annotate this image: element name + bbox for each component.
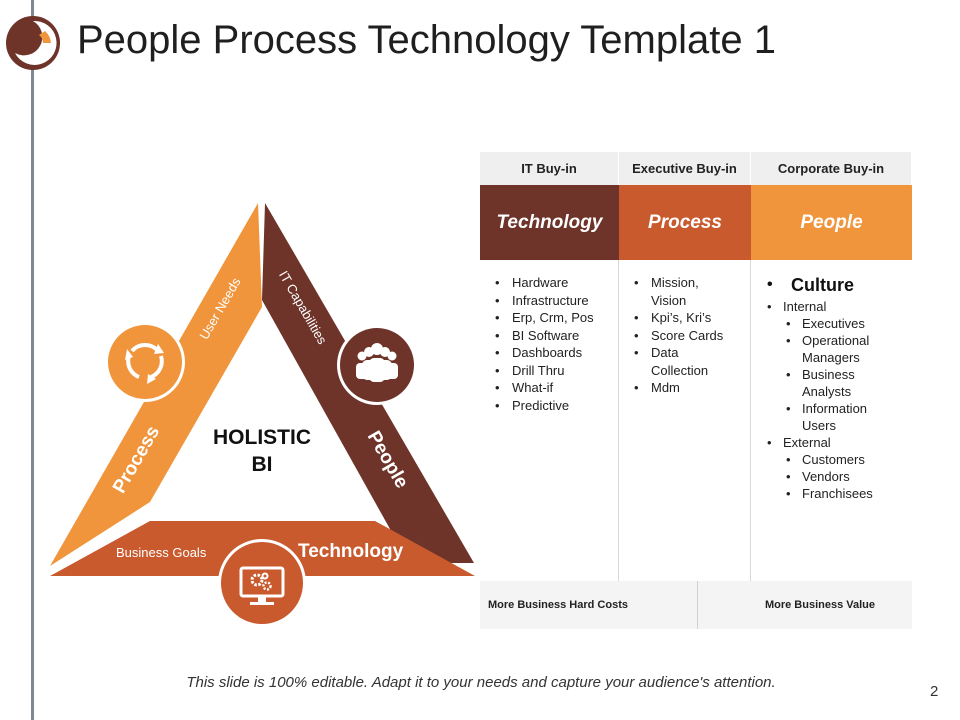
header-corporate-buy-in: Corporate Buy-in <box>751 152 912 185</box>
brand-logo-icon <box>6 16 60 70</box>
list-item: Hardware <box>492 274 610 292</box>
technology-list: Hardware Infrastructure Erp, Crm, Pos BI… <box>492 274 610 414</box>
table-header-row: IT Buy-in Executive Buy-in Corporate Buy… <box>480 152 912 185</box>
list-item: Customers <box>783 451 904 468</box>
header-it-buy-in: IT Buy-in <box>480 152 619 185</box>
list-item: Business Analysts <box>783 366 873 400</box>
list-item: Dashboards <box>492 344 610 362</box>
people-list-cell: Culture Internal Executives Operational … <box>751 260 912 581</box>
list-item: Executives <box>783 315 904 332</box>
list-item: Erp, Crm, Pos <box>492 309 610 327</box>
band-technology: Technology <box>480 185 619 260</box>
list-item: Information Users <box>783 400 883 434</box>
header-executive-buy-in: Executive Buy-in <box>619 152 751 185</box>
vertical-rule <box>31 0 34 720</box>
list-item: Operational Managers <box>783 332 883 366</box>
list-item: Vendors <box>783 468 904 485</box>
technology-subtitle: Business Goals <box>116 545 207 560</box>
people-list: Internal Executives Operational Managers… <box>763 298 904 502</box>
external-list: Customers Vendors Franchisees <box>783 451 904 502</box>
process-list: Mission, Vision Kpi’s, Kri’s Score Cards… <box>631 274 742 397</box>
slide-caption: This slide is 100% editable. Adapt it to… <box>186 674 776 691</box>
monitor-gears-icon <box>218 539 306 627</box>
table-body-row: Hardware Infrastructure Erp, Crm, Pos BI… <box>480 260 912 581</box>
internal-list: Executives Operational Managers Business… <box>783 315 904 434</box>
band-process: Process <box>619 185 751 260</box>
table-band-row: Technology Process People <box>480 185 912 260</box>
footer-business-value: More Business Value <box>698 581 912 629</box>
list-item: Mission, Vision <box>631 274 711 309</box>
list-item: Kpi’s, Kri’s <box>631 309 742 327</box>
list-item: Mdm <box>631 379 742 397</box>
band-people: People <box>751 185 912 260</box>
page-number: 2 <box>930 683 939 700</box>
buy-in-table: IT Buy-in Executive Buy-in Corporate Buy… <box>480 152 912 629</box>
holistic-bi-label: HOLISTIC BI <box>213 426 311 476</box>
list-item: Score Cards <box>631 327 742 345</box>
list-item: Franchisees <box>783 485 904 502</box>
footer-hard-costs: More Business Hard Costs <box>480 581 698 629</box>
list-item: Internal Executives Operational Managers… <box>763 298 904 434</box>
slide-title: People Process Technology Template 1 <box>77 18 776 62</box>
list-item: Drill Thru <box>492 362 610 380</box>
list-item: Predictive <box>492 397 610 415</box>
list-item: Data Collection <box>631 344 721 379</box>
process-list-cell: Mission, Vision Kpi’s, Kri’s Score Cards… <box>619 260 751 581</box>
list-item: Infrastructure <box>492 292 610 310</box>
list-item: What-if <box>492 379 610 397</box>
cycle-arrows-icon <box>105 322 185 402</box>
technology-title: Technology <box>298 541 404 562</box>
group-people-icon <box>337 325 417 405</box>
list-item: BI Software <box>492 327 610 345</box>
table-footer-row: More Business Hard Costs More Business V… <box>480 581 912 629</box>
technology-list-cell: Hardware Infrastructure Erp, Crm, Pos BI… <box>480 260 619 581</box>
list-item: External Customers Vendors Franchisees <box>763 434 904 502</box>
culture-heading: Culture <box>763 274 904 296</box>
